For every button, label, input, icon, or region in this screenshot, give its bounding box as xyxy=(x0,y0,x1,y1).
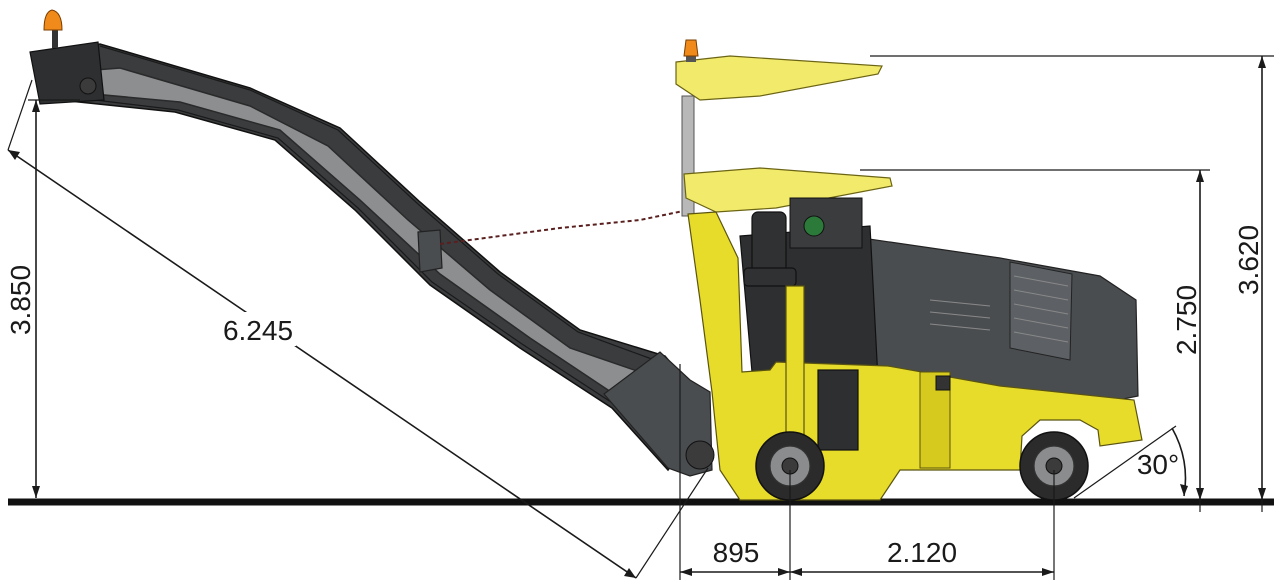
canopy-lowered xyxy=(683,167,893,213)
dimension-canopy-low: 2.750 xyxy=(860,169,1210,512)
hydraulic-block xyxy=(817,369,859,451)
engine-vent xyxy=(929,323,991,331)
operator-seat-icon xyxy=(743,211,797,287)
conveyor-rail xyxy=(61,95,665,435)
conveyor-rail xyxy=(99,45,661,363)
conveyor-bottom-housing xyxy=(603,351,713,477)
dimension-wheelbase: 2.120 xyxy=(790,470,1055,580)
conveyor-head xyxy=(29,41,105,105)
discharge-conveyor xyxy=(29,9,715,477)
dim-label-conveyor-length: 6.245 xyxy=(223,315,293,346)
dim-label-canopy-high: 3.620 xyxy=(1233,225,1264,295)
conveyor-bracket xyxy=(417,229,443,273)
conveyor-beacon-post xyxy=(52,30,58,48)
dimension-canopy-high: 3.620 xyxy=(870,55,1274,512)
dimension-conveyor-length: 6.245 xyxy=(7,79,709,579)
canopy-raised xyxy=(675,55,883,101)
engine-grille xyxy=(1009,261,1073,361)
milling-machine-body xyxy=(675,39,1143,501)
dim-label-rear-angle: 30° xyxy=(1137,449,1179,480)
conveyor-frame xyxy=(36,43,691,472)
grille-slat xyxy=(1013,317,1069,329)
wheel-icon xyxy=(755,431,825,501)
dim-label-canopy-low: 2.750 xyxy=(1171,285,1202,355)
dim-label-wheelbase: 2.120 xyxy=(887,537,957,568)
beacon-light-icon xyxy=(43,9,63,31)
grille-slat xyxy=(1013,303,1069,315)
dimension-front-overhang: 895 xyxy=(679,364,791,580)
conveyor-drum xyxy=(79,77,97,95)
wheel-icon xyxy=(1019,431,1089,501)
dimension-rear-angle: 30° xyxy=(1073,425,1188,499)
grille-slat xyxy=(1013,331,1069,343)
chassis-light xyxy=(935,375,951,391)
steering-column xyxy=(785,285,805,437)
control-console xyxy=(789,197,863,249)
canopy-beacon-base xyxy=(686,54,696,62)
dimension-conveyor-height: 3.850 xyxy=(5,99,80,498)
conveyor-bottom-drum xyxy=(685,440,715,470)
grille-slat xyxy=(1013,275,1069,287)
dim-label-front-overhang: 895 xyxy=(713,537,760,568)
dim-label-conveyor-height: 3.850 xyxy=(5,265,36,335)
console-display xyxy=(803,215,825,237)
conveyor-support-chain xyxy=(439,209,689,245)
beacon-light-icon xyxy=(683,39,699,57)
grille-slat xyxy=(1013,289,1069,301)
engine-vent xyxy=(929,299,991,307)
engine-vent xyxy=(929,311,991,319)
